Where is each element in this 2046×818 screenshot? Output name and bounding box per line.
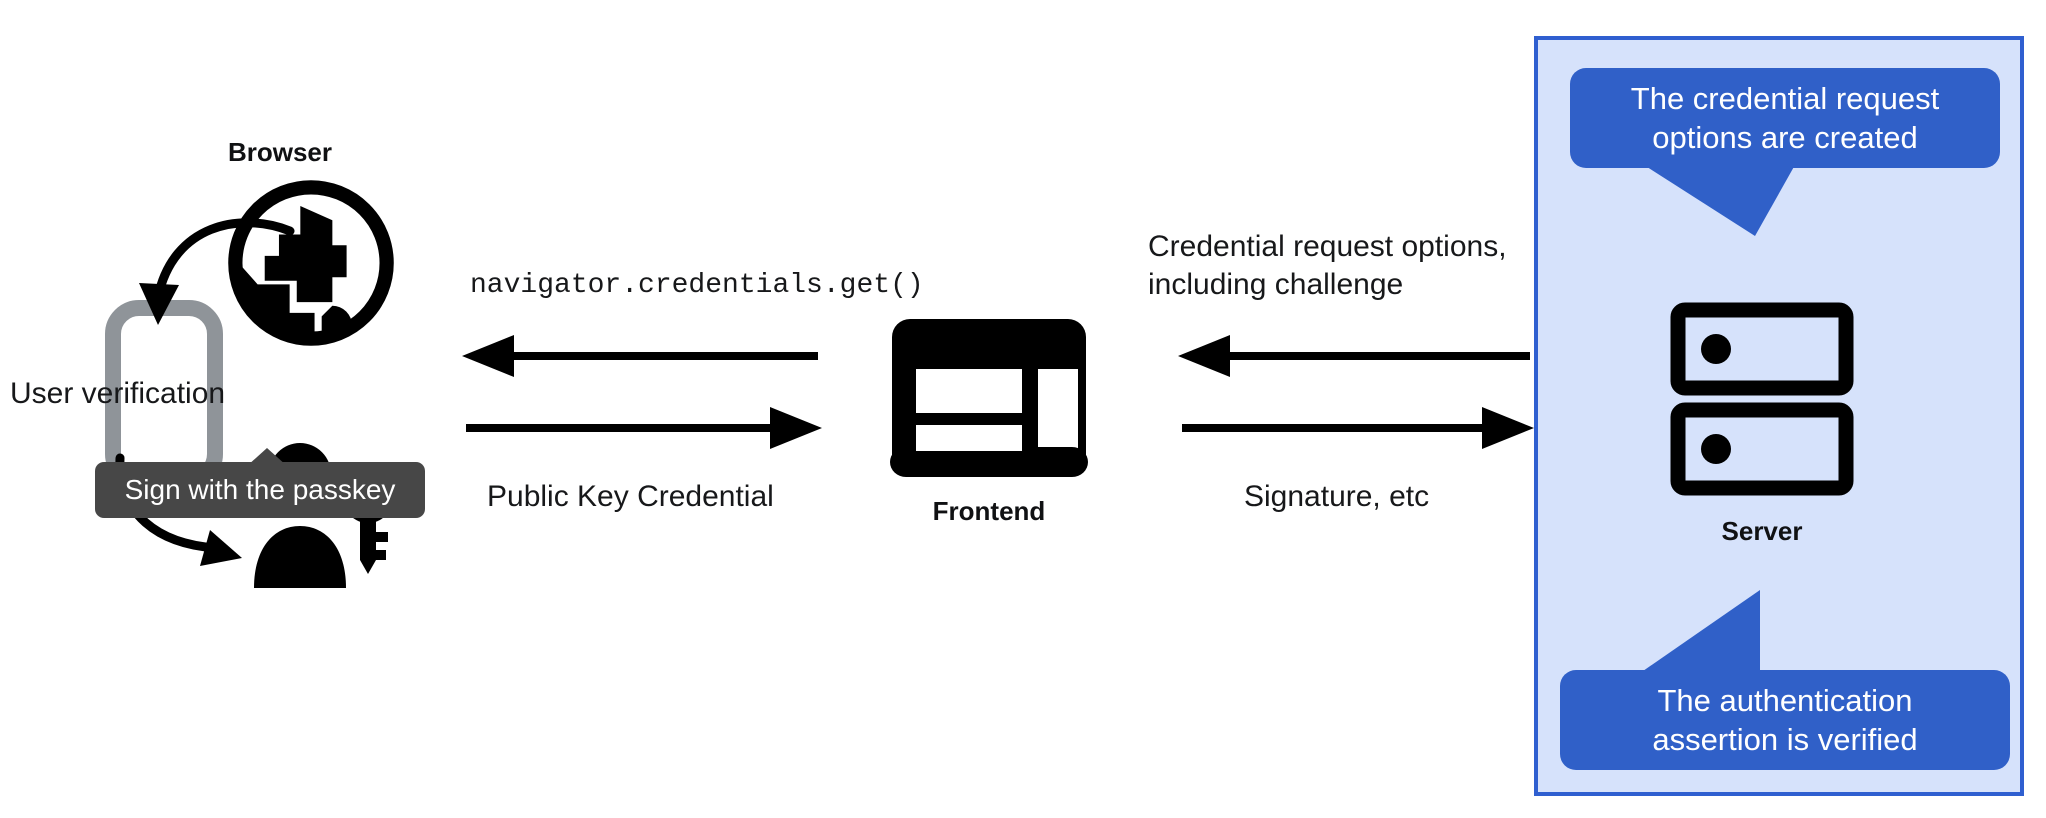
browser-caption: Browser — [227, 137, 333, 167]
tooltip-pointer — [247, 448, 287, 466]
browser-frontend-left-arrow — [462, 335, 822, 377]
server-racks-icon — [1670, 302, 1854, 496]
credential-request-options-label: Credential request options, including ch… — [1148, 230, 1507, 302]
web-page-layout-icon — [890, 317, 1088, 477]
server-callout-top: The credential request options are creat… — [1570, 68, 2000, 288]
callout-top-text: The credential request options are creat… — [1570, 68, 2000, 168]
frontend-server-right-arrow — [1178, 407, 1534, 449]
sign-with-passkey-tooltip: Sign with the passkey — [95, 448, 425, 518]
callout-top-tail — [1630, 156, 1800, 236]
callout-bottom-text: The authentication assertion is verified — [1560, 670, 2010, 770]
browser-to-device-arrow — [85, 205, 315, 385]
navigator-credentials-get-label: navigator.credentials.get() — [470, 270, 924, 301]
callout-bottom-tail — [1630, 590, 1760, 680]
public-key-credential-label: Public Key Credential — [487, 480, 774, 513]
frontend-caption: Frontend — [932, 496, 1046, 526]
tooltip-text: Sign with the passkey — [95, 462, 425, 518]
signature-etc-label: Signature, etc — [1244, 480, 1430, 513]
server-caption: Server — [1721, 516, 1803, 546]
frontend-server-left-arrow — [1178, 335, 1534, 377]
user-verification-label: User verification — [10, 377, 226, 410]
browser-frontend-right-arrow — [462, 407, 822, 449]
server-callout-bottom: The authentication assertion is verified — [1560, 560, 2010, 780]
